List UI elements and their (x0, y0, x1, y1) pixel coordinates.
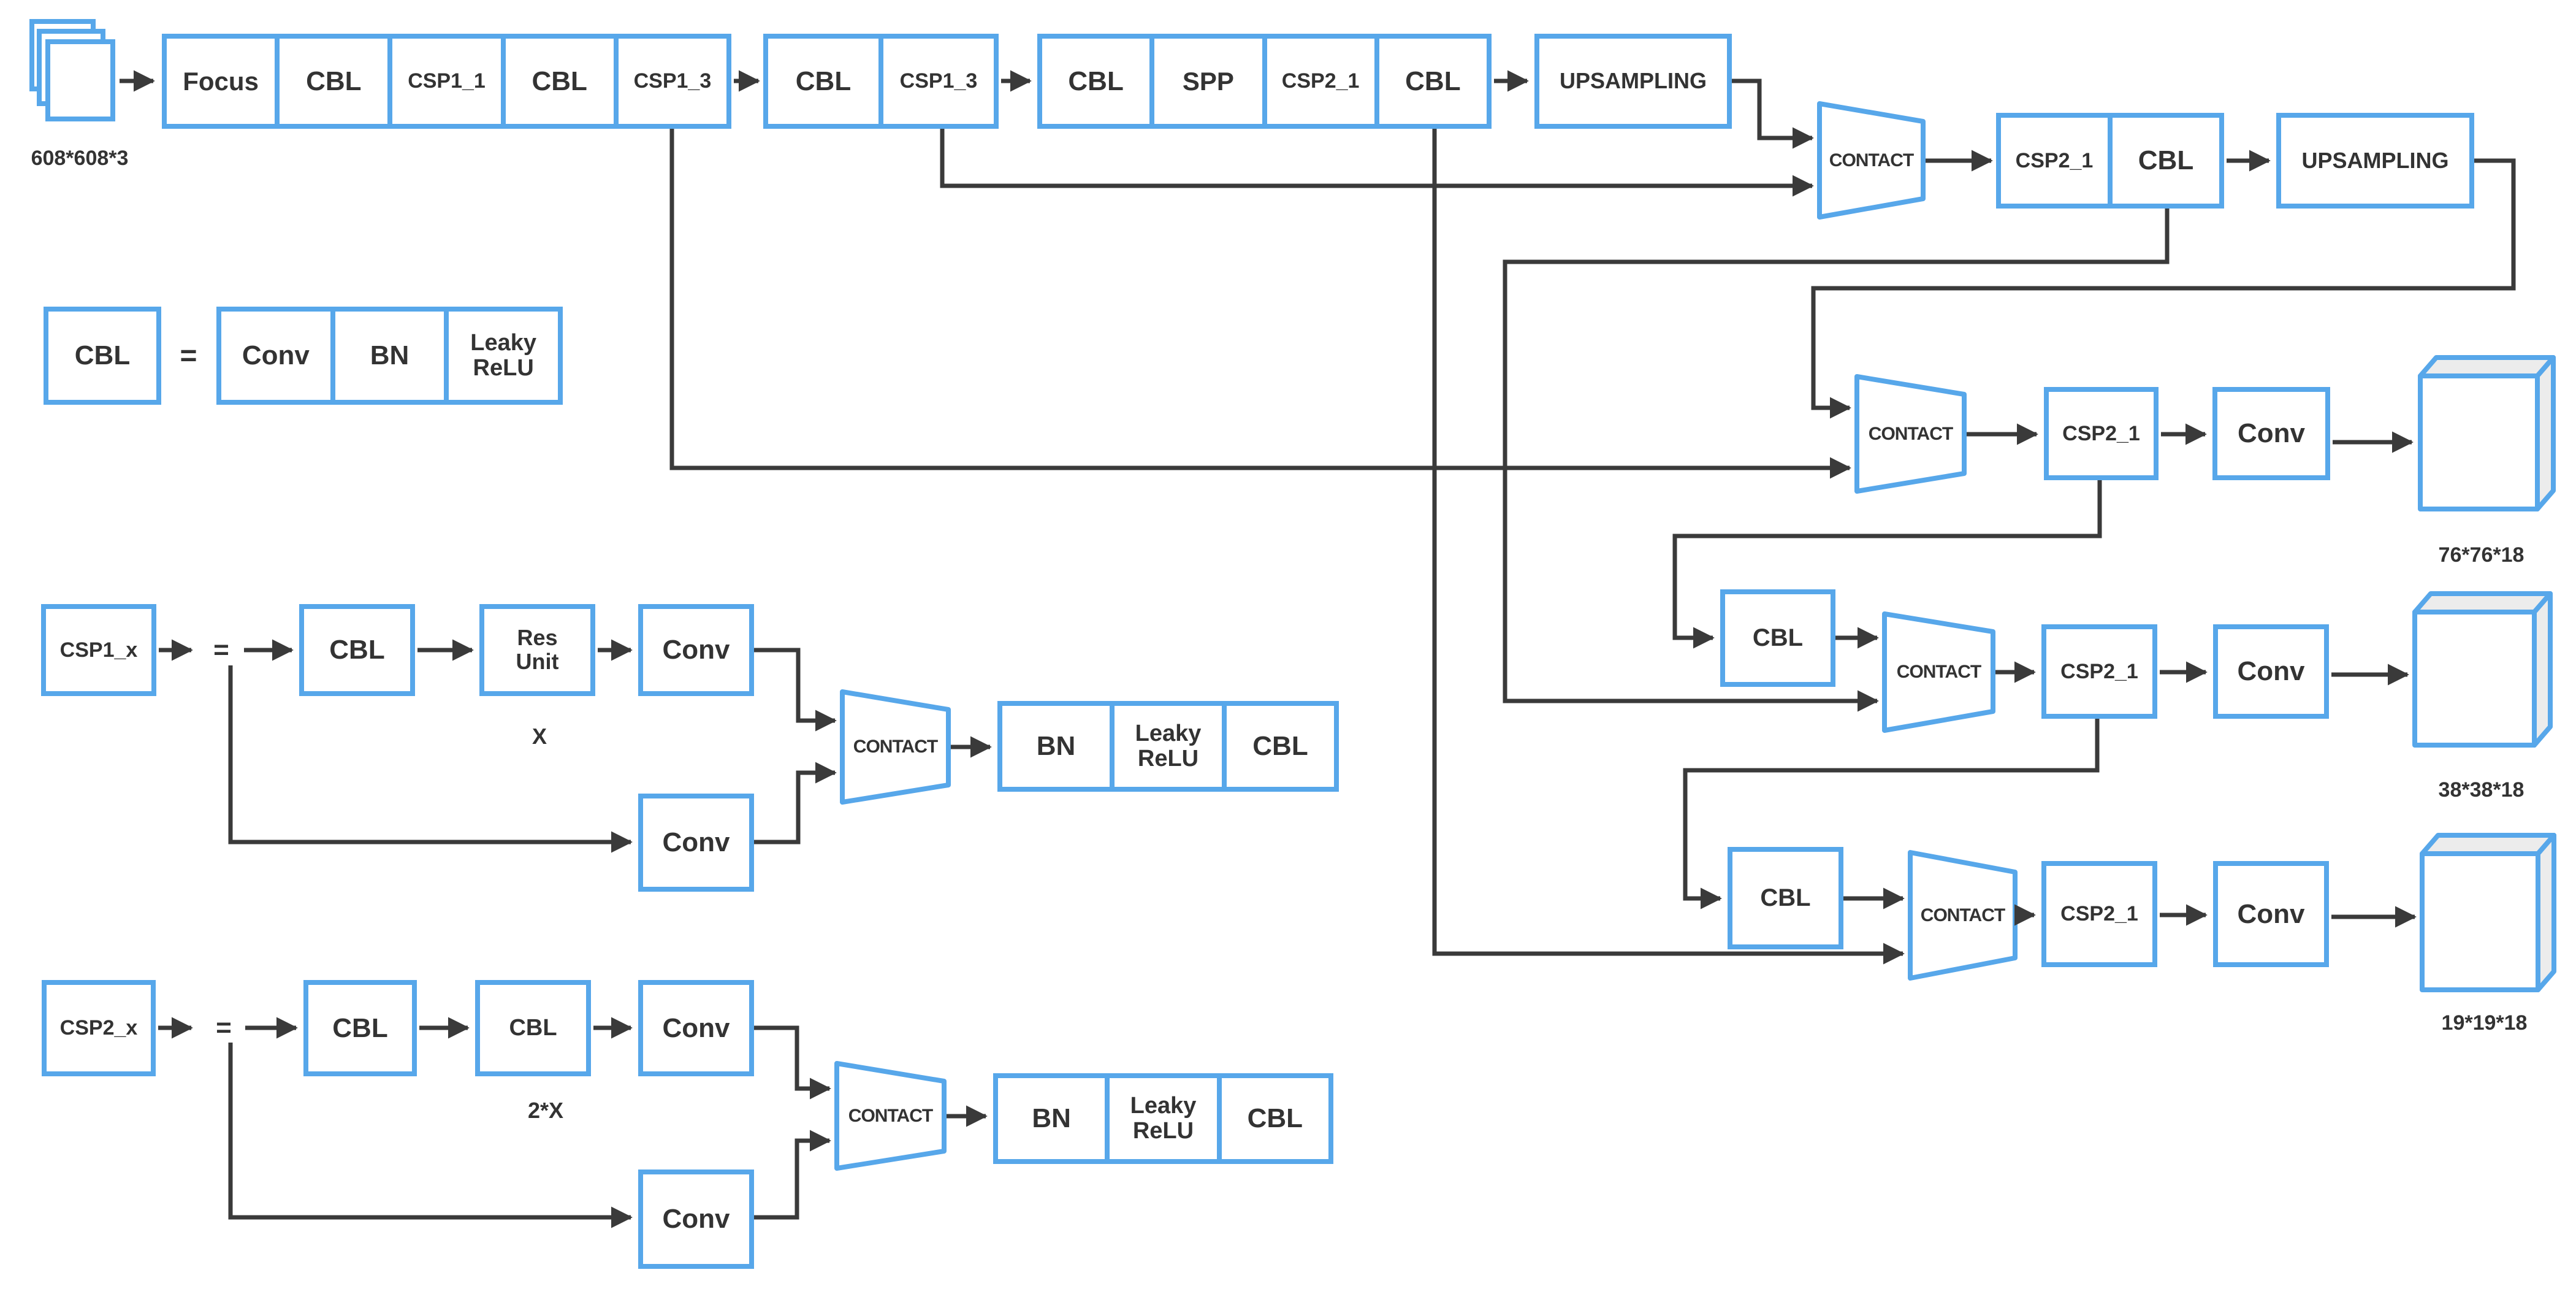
legend-csp1x-lhs: CSP1_x (41, 604, 156, 696)
output-cube-76 (2418, 355, 2556, 511)
arrow-upsampling1-contact1 (1732, 78, 1814, 149)
contact-1-label: CONTACT (1829, 150, 1914, 170)
node-cbl-p38: CBL (1720, 589, 1835, 687)
contact-2-label: CONTACT (1868, 423, 1953, 444)
node-upsampling-1: UPSAMPLING (1534, 34, 1732, 129)
legend-csp2x-cbl2: CBL (475, 980, 591, 1076)
node-csp2-1a: CSP2_1 (1262, 39, 1374, 124)
neck-pair: CSP2_1 CBL (1996, 113, 2224, 209)
input-size-label: 608*608*3 (31, 146, 129, 170)
node-conv-p76: Conv (2212, 387, 2330, 480)
contact-3-shape (1882, 611, 1995, 733)
node-upsampling-2: UPSAMPLING (2276, 113, 2474, 209)
legend-csp1x-equals: = (213, 635, 229, 665)
legend-csp1x-bn: BN (1036, 731, 1076, 762)
arrow-skip-csp13a-contact2 (669, 129, 1851, 479)
legend-csp1x-resunit: Res Unit (479, 604, 595, 696)
contact-5-shape (840, 689, 951, 805)
contact-6-label: CONTACT (848, 1105, 933, 1126)
arrow-conv2-contact5 (754, 762, 837, 844)
legend-csp2x-conv-bottom: Conv (638, 1170, 754, 1269)
node-csp2-1-p19: CSP2_1 (2041, 861, 2157, 967)
legend-csp2x-cbl1: CBL (303, 980, 417, 1076)
node-cbl-p19: CBL (1728, 847, 1843, 949)
legend-csp1x-leakyrelu: Leaky ReLU (1110, 706, 1222, 787)
legend-csp2x-rhs: BN Leaky ReLU CBL (993, 1073, 1333, 1164)
backbone-group1: Focus CBL CSP1_1 CBL CSP1_3 (162, 34, 731, 129)
node-csp2-1-p76: CSP2_1 (2044, 387, 2159, 480)
node-csp2-1-p38: CSP2_1 (2041, 624, 2157, 719)
arrow-branch-conv2-csp1x (228, 665, 633, 853)
node-cbl-3: CBL (795, 66, 852, 96)
arrow-conv2-contact6 (754, 1130, 831, 1220)
node-conv-p38: Conv (2213, 624, 2329, 719)
legend-cbl-rhs: Conv BN Leaky ReLU (216, 307, 563, 405)
node-focus: Focus (183, 66, 259, 96)
output-cube-38 (2412, 591, 2553, 748)
output-size-38: 38*38*18 (2438, 778, 2525, 802)
node-csp1-1: CSP1_1 (387, 39, 500, 124)
legend-cbl-leakyrelu: Leaky ReLU (444, 312, 558, 400)
legend-csp2x-lhs: CSP2_x (42, 980, 156, 1076)
legend-csp1x-cbl-out: CBL (1222, 706, 1334, 787)
backbone-group2: CBL CSP1_3 (763, 34, 999, 129)
legend-csp1x-cbl: CBL (299, 604, 415, 696)
legend-csp1x-repeat: X (532, 723, 547, 749)
arrow-skip-csp13b-contact1 (940, 129, 1814, 197)
backbone-group3: CBL SPP CSP2_1 CBL (1037, 34, 1492, 129)
legend-csp1x-rhs: BN Leaky ReLU CBL (997, 701, 1339, 792)
contact-2-shape (1854, 374, 1967, 494)
output-cube-19 (2420, 833, 2556, 992)
legend-csp2x-conv-top: Conv (638, 980, 754, 1076)
arrow-csp76-cbl38 (1672, 480, 2102, 649)
node-conv-p19: Conv (2213, 861, 2329, 967)
arrow-conv1-contact6 (754, 1025, 831, 1100)
legend-cbl-conv: Conv (242, 340, 310, 371)
output-size-76: 76*76*18 (2438, 543, 2525, 567)
node-cbl-4: CBL (1068, 66, 1124, 96)
legend-csp2x-leakyrelu: Leaky ReLU (1105, 1078, 1216, 1159)
input-image-stack-icon (29, 19, 115, 121)
contact-1-shape (1817, 101, 1926, 220)
legend-csp2x-repeat: 2*X (527, 1097, 564, 1123)
legend-csp1x-conv-top: Conv (638, 604, 754, 696)
node-cbl-2: CBL (500, 39, 614, 124)
node-cbl-6: CBL (2108, 118, 2219, 204)
legend-csp2x-bn: BN (1032, 1103, 1071, 1134)
contact-4-shape (1908, 850, 2018, 981)
contact-6-shape (834, 1061, 947, 1171)
node-csp1-3b: CSP1_3 (878, 39, 994, 124)
node-cbl-1: CBL (275, 39, 387, 124)
node-cbl-5: CBL (1374, 39, 1487, 124)
legend-cbl-lhs: CBL (44, 307, 161, 405)
node-csp1-3a: CSP1_3 (613, 39, 726, 124)
legend-csp2x-cbl-out: CBL (1216, 1078, 1328, 1159)
node-spp: SPP (1149, 39, 1262, 124)
contact-3-label: CONTACT (1896, 662, 1981, 682)
legend-csp1x-conv-bottom: Conv (638, 794, 754, 892)
arrow-paircbl-contact3 (1503, 209, 2170, 712)
legend-cbl-equals: = (180, 339, 197, 372)
legend-csp2x-equals: = (216, 1013, 232, 1043)
legend-cbl-bn: BN (330, 312, 444, 400)
contact-4-label: CONTACT (1920, 905, 2005, 925)
arrow-conv1-contact5 (754, 648, 837, 732)
contact-5-label: CONTACT (853, 737, 938, 757)
node-csp2-1b: CSP2_1 (2015, 148, 2094, 172)
arrow-csp38-cbl19 (1683, 719, 2100, 909)
arrow-backbonecbl-contact4 (1432, 129, 1905, 965)
arrow-branch-conv2-csp2x (228, 1043, 633, 1228)
arrow-upsampling2-contact2 (1811, 158, 2516, 419)
output-size-19: 19*19*18 (2441, 1011, 2528, 1035)
